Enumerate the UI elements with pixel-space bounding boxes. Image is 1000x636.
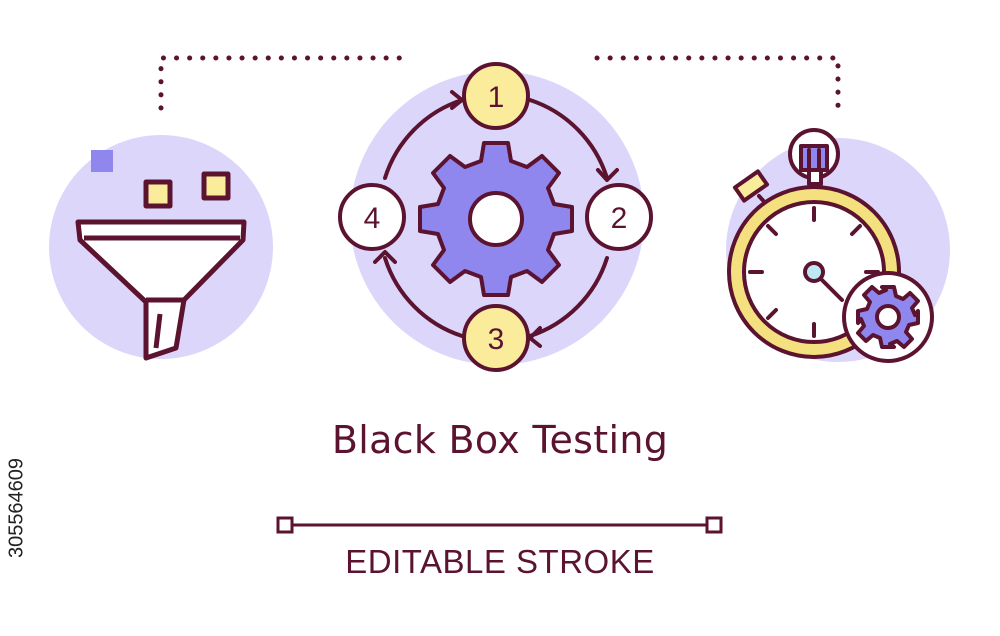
stroke-handle-left bbox=[276, 516, 294, 534]
step-label-4: 4 bbox=[364, 202, 381, 235]
side-id-text: 305564609 bbox=[5, 457, 28, 558]
side-id-strip: 305564609 bbox=[4, 395, 30, 620]
dotted-connector-right bbox=[594, 55, 841, 111]
dotted-connector-left bbox=[158, 55, 408, 111]
cycle-arrows bbox=[373, 90, 619, 348]
step-node-4: 4 bbox=[338, 183, 406, 251]
editable-stroke-line bbox=[276, 516, 723, 534]
funnel-icon bbox=[75, 150, 247, 361]
step-node-3: 3 bbox=[462, 304, 530, 372]
page-title: Black Box Testing bbox=[331, 418, 669, 462]
data-square-2 bbox=[143, 179, 173, 209]
data-square-1 bbox=[91, 150, 113, 172]
step-label-3: 3 bbox=[488, 323, 505, 356]
step-node-2: 2 bbox=[585, 183, 653, 251]
editable-stroke-caption: EDITABLE STROKE bbox=[345, 543, 655, 580]
gear-icon bbox=[418, 141, 574, 297]
data-square-3 bbox=[201, 171, 231, 201]
stroke-handle-right bbox=[705, 516, 723, 534]
small-gear-badge-icon bbox=[842, 271, 934, 363]
step-label-1: 1 bbox=[488, 81, 505, 114]
step-node-1: 1 bbox=[462, 62, 530, 130]
step-label-2: 2 bbox=[611, 202, 628, 235]
